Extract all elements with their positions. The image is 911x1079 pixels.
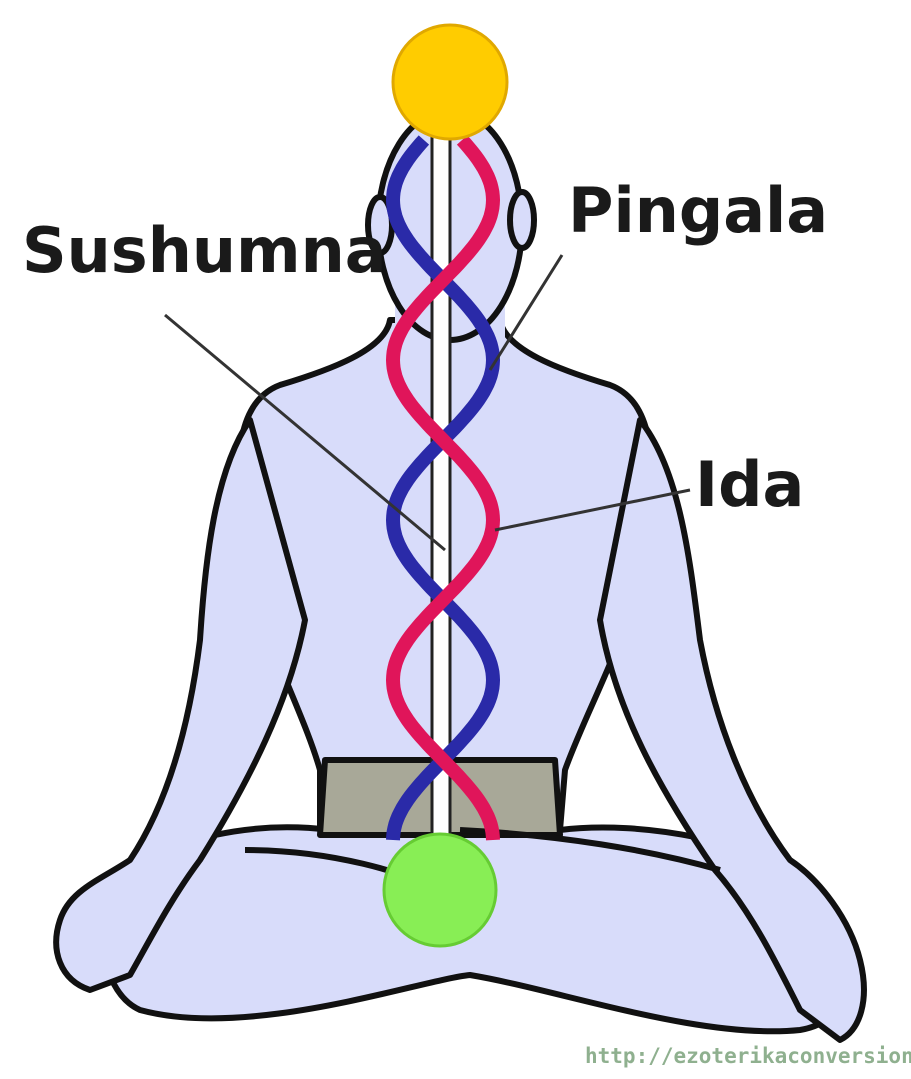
ida-label: Ida — [695, 448, 804, 521]
pingala-leader-line — [488, 254, 564, 371]
pingala-label: Pingala — [568, 174, 828, 247]
ida-leader-line — [494, 488, 691, 532]
sushumna-label: Sushumna — [22, 214, 387, 287]
root-chakra — [382, 832, 498, 948]
crown-chakra — [391, 23, 509, 141]
left-arm — [53, 417, 308, 993]
sushumna-leader-line — [164, 313, 446, 552]
watermark: http://ezoterikaconversion.ru/ — [585, 1044, 911, 1068]
leader-lines — [164, 254, 691, 552]
ida-channel — [385, 135, 501, 841]
right-arm — [597, 417, 867, 1043]
pingala-channel — [385, 135, 501, 841]
right-ear — [507, 189, 537, 251]
